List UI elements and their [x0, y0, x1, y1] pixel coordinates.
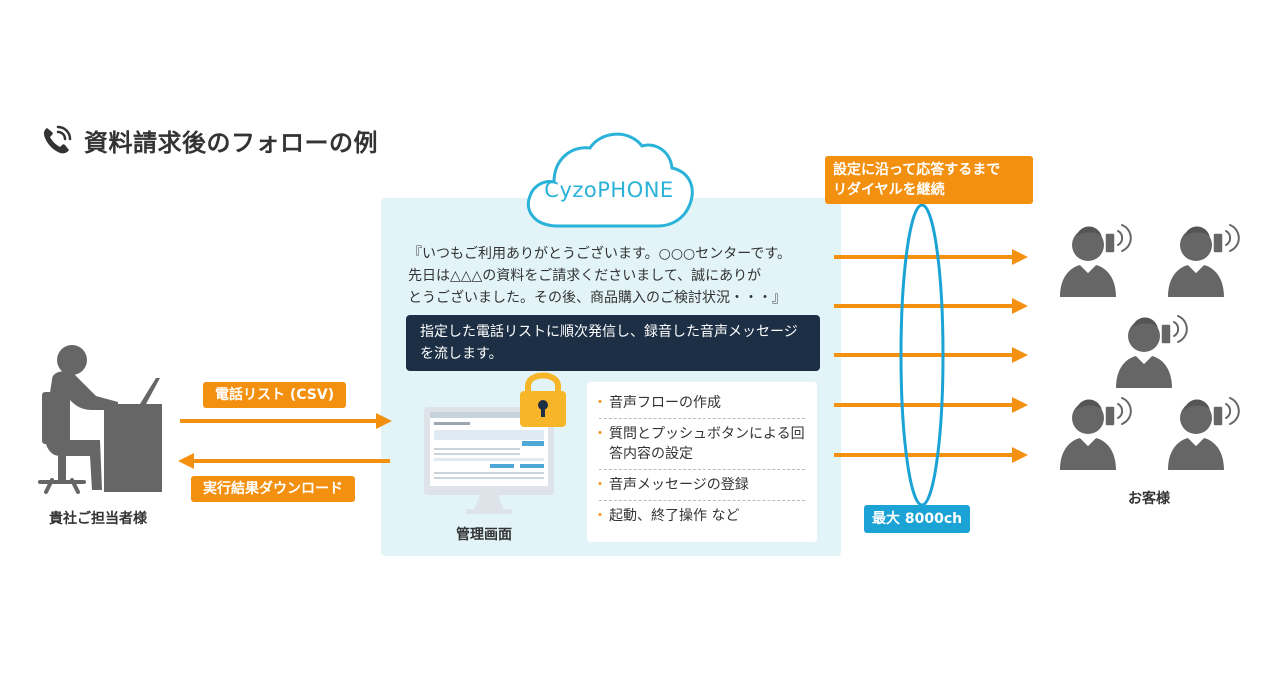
cloud-icon	[526, 132, 694, 228]
person-on-phone-icon	[1115, 315, 1188, 389]
redial-label: 設定に沿って応答するまで リダイヤルを継続	[825, 156, 1033, 204]
quote-line: とうございました。その後、商品購入のご検討状況・・・』	[408, 290, 786, 306]
max-channels-badge: 最大 8000ch	[864, 505, 971, 533]
admin-features-list: 音声フローの作成 質問とプッシュボタンによる回答内容の設定 音声メッセージの登録…	[587, 382, 817, 542]
quote-line: 先日は△△△の資料をご請求くださいまして、誠にありが	[408, 268, 762, 284]
outgoing-call-arrows	[834, 249, 1028, 463]
sample-voice-message: 『いつもご利用ありがとうございます。○○○センターです。 先日は△△△の資料をご…	[408, 243, 828, 309]
feature-item: 音声フローの作成	[593, 388, 805, 419]
quote-line: 『いつもご利用ありがとうございます。○○○センターです。	[408, 246, 792, 262]
staff-caption: 貴社ご担当者様	[49, 511, 147, 527]
customer-group	[1059, 224, 1240, 471]
result-download-arrow	[178, 453, 390, 469]
customers-caption: お客様	[1128, 491, 1170, 507]
feature-item: 音声メッセージの登録	[593, 470, 805, 501]
diagram-title-text: 資料請求後のフォローの例	[84, 128, 378, 157]
redial-label-line: 設定に沿って応答するまで	[833, 162, 1001, 178]
redial-label-line: リダイヤルを継続	[833, 182, 945, 198]
phone-call-icon	[43, 125, 72, 154]
channel-bundle-ellipse	[899, 203, 945, 507]
result-download-label: 実行結果ダウンロード	[191, 476, 355, 502]
phone-list-upload-arrow	[180, 413, 392, 429]
feature-item: 起動、終了操作 など	[593, 501, 805, 531]
admin-screen-caption: 管理画面	[456, 527, 512, 543]
person-on-phone-icon	[1059, 224, 1132, 298]
phone-list-label: 電話リスト (CSV)	[203, 382, 347, 408]
person-on-phone-icon	[1059, 397, 1132, 471]
broadcast-description-line: を流します。	[420, 346, 503, 362]
service-name: CyzoPHONE	[544, 178, 674, 202]
broadcast-description-line: 指定した電話リストに順次発信し、録音した音声メッセージ	[420, 324, 798, 340]
person-at-desk-icon	[38, 345, 162, 494]
person-on-phone-icon	[1167, 397, 1240, 471]
diagram-title: 資料請求後のフォローの例	[40, 122, 378, 158]
broadcast-description-box: 指定した電話リストに順次発信し、録音した音声メッセージ を流します。	[406, 315, 820, 371]
feature-item: 質問とプッシュボタンによる回答内容の設定	[593, 419, 805, 470]
person-on-phone-icon	[1167, 224, 1240, 298]
